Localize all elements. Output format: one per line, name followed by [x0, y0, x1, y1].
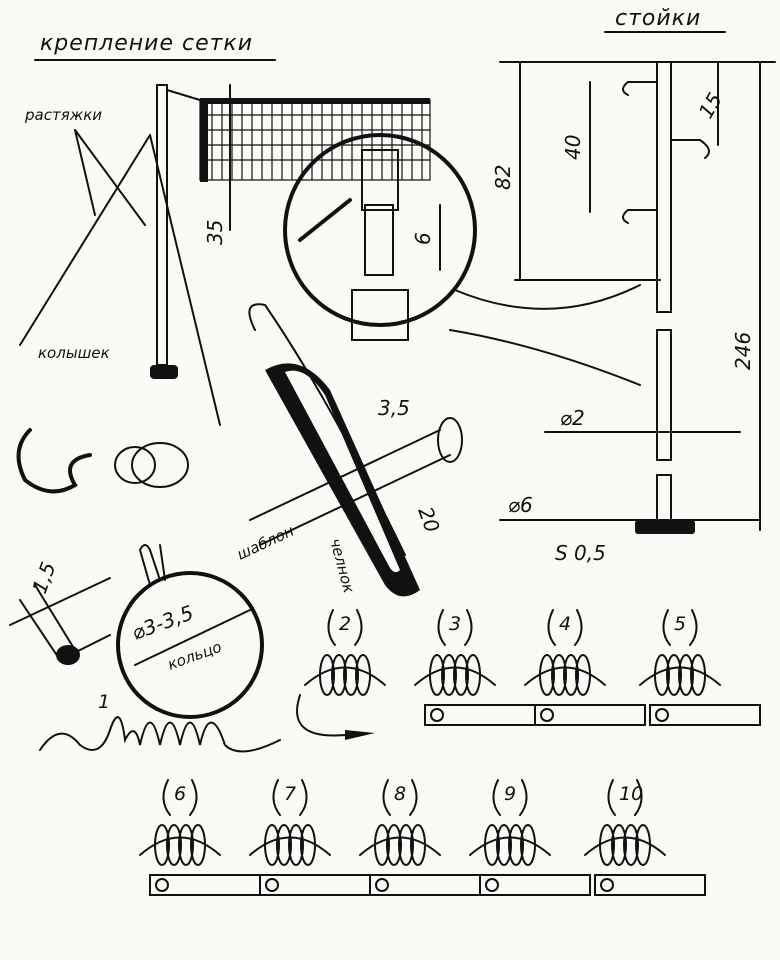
knot-step: 4 [524, 609, 646, 726]
dim-net-height: 35 [203, 220, 227, 245]
knot-step: 9 [469, 779, 591, 896]
step-number: 4 [559, 613, 571, 635]
label-guy-ropes: растяжки [24, 106, 102, 124]
step-number: 8 [394, 783, 406, 805]
title-net-mounting: крепление сетки [40, 31, 253, 56]
step-number: 2 [339, 613, 351, 635]
step-number: 10 [619, 783, 643, 805]
dim-post-40: 40 [561, 135, 585, 160]
dim-base-diameter: ⌀6 [508, 493, 533, 517]
label-template: шаблон [234, 522, 297, 564]
step-number: 9 [504, 783, 516, 805]
dim-base-thickness: S 0,5 [555, 541, 606, 565]
dim-post-diameter: ⌀2 [560, 406, 585, 430]
step-number: 7 [284, 783, 296, 805]
step-number: 6 [174, 783, 186, 805]
net-mount-sketch: растяжки колышек 35 [19, 84, 431, 426]
knot-step: 8 [359, 779, 481, 896]
knot-step: 5 [639, 609, 761, 726]
dim-socket-depth: 6 [411, 232, 435, 245]
step-number: 1 [98, 691, 110, 713]
label-peg: колышек [38, 344, 110, 362]
label-shuttle: челнок [326, 536, 358, 594]
post-sketch: 82 40 15 246 ⌀2 ⌀6 S 0,5 [491, 61, 776, 565]
knot-step: 6 [139, 779, 261, 896]
socket-detail: 6 [283, 133, 641, 386]
knot-step: 7 [249, 779, 371, 896]
dim-template-thickness: 1,5 [27, 559, 60, 597]
dim-post-15: 15 [694, 88, 728, 122]
step-number: 5 [674, 613, 686, 635]
label-ring: кольцо [165, 638, 224, 674]
dim-ring-diameter: ⌀3-3,5 [129, 600, 197, 644]
title-posts: стойки [615, 6, 701, 31]
dim-post-total: 246 [731, 332, 755, 370]
dim-shuttle-length: 20 [413, 504, 444, 536]
ring-sketch: 1,5 ⌀3-3,5 кольцо 1 [9, 544, 281, 753]
knot-step: 3 [414, 609, 536, 726]
knot-step: 2 [296, 609, 386, 740]
knot-step: 10 [584, 779, 706, 896]
knotting-steps: 2 3 4 5 6 7 8 9 10 [139, 609, 761, 896]
dim-post-82: 82 [491, 165, 515, 190]
step-number: 3 [449, 613, 461, 635]
dim-shuttle-width: 3,5 [378, 396, 410, 420]
